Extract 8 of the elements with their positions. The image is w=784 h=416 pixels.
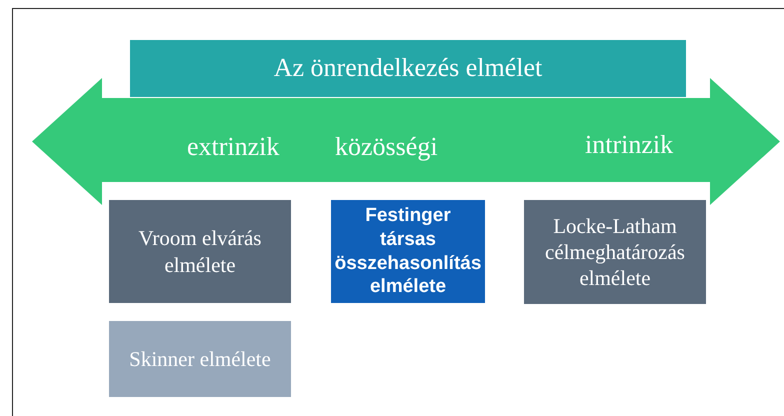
theory-box: Festinger társas összehasonlítás elmélete <box>331 200 485 303</box>
theory-box: Skinner elmélete <box>109 321 291 397</box>
theory-box: Vroom elvárás elmélete <box>109 200 291 303</box>
spectrum-label: extrinzik <box>187 132 280 162</box>
spectrum-label: közösségi <box>335 132 438 162</box>
spectrum-label: intrinzik <box>585 130 674 160</box>
theory-box: Locke-Latham célmeghatározás elmélete <box>524 200 706 304</box>
title-banner: Az önrendelkezés elmélet <box>130 40 686 97</box>
